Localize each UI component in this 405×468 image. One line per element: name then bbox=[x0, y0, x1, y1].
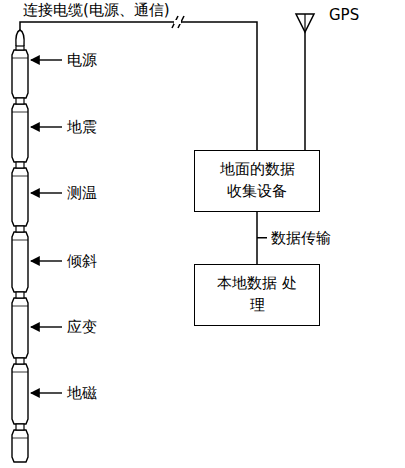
probe-segment bbox=[12, 168, 28, 226]
pointer-arrow bbox=[31, 126, 62, 127]
pointer-arrow bbox=[31, 260, 62, 261]
probe-segment bbox=[12, 298, 28, 358]
module-label: 电源 bbox=[66, 51, 98, 69]
cable-label: 连接电缆(电源、通信) bbox=[22, 1, 171, 19]
probe-joint bbox=[16, 98, 24, 104]
pointer-arrow bbox=[31, 392, 62, 393]
segment-band bbox=[12, 372, 28, 373]
probe-joint bbox=[16, 358, 24, 364]
break-gap bbox=[174, 20, 181, 24]
antenna-symbol bbox=[296, 14, 314, 32]
collection-box: 地面的数据 收集设备 bbox=[194, 150, 320, 212]
probe-segment bbox=[12, 104, 28, 162]
module-label: 应变 bbox=[66, 318, 98, 336]
label-tick bbox=[257, 237, 267, 239]
pointer-arrows bbox=[31, 60, 62, 393]
segment-band bbox=[12, 306, 28, 307]
module-label: 地磁 bbox=[66, 384, 98, 402]
gps-label: GPS bbox=[328, 6, 360, 24]
processing-box: 本地数据 处理 bbox=[194, 264, 320, 326]
probe-joint bbox=[16, 226, 24, 232]
borehole-probe bbox=[12, 30, 28, 462]
probe-segment bbox=[12, 232, 28, 292]
probe-joint bbox=[16, 292, 24, 298]
module-label: 地震 bbox=[66, 118, 98, 136]
probe-cap bbox=[16, 30, 24, 46]
module-label: 测温 bbox=[66, 184, 98, 202]
module-label: 倾斜 bbox=[66, 252, 98, 270]
pointer-arrow bbox=[31, 59, 62, 60]
probe-joint bbox=[16, 46, 24, 50]
pointer-arrow bbox=[31, 326, 62, 327]
cable-wire bbox=[20, 22, 257, 150]
segment-band bbox=[12, 438, 28, 439]
box-text: 地面的数据 收集设备 bbox=[213, 159, 301, 203]
antenna-mast bbox=[304, 32, 306, 150]
probe-segment bbox=[12, 50, 28, 98]
segment-band bbox=[12, 112, 28, 113]
pointer-arrow bbox=[31, 192, 62, 193]
antenna-symbol bbox=[304, 14, 305, 32]
probe-joint bbox=[16, 162, 24, 168]
probe-joint bbox=[16, 424, 24, 430]
segment-band bbox=[12, 58, 28, 59]
box-text: 本地数据 处理 bbox=[213, 273, 301, 317]
segment-band bbox=[12, 240, 28, 241]
edge-label: 数据传输 bbox=[270, 229, 332, 247]
segment-band bbox=[12, 176, 28, 177]
probe-segment bbox=[12, 430, 28, 462]
probe-segment bbox=[12, 364, 28, 424]
